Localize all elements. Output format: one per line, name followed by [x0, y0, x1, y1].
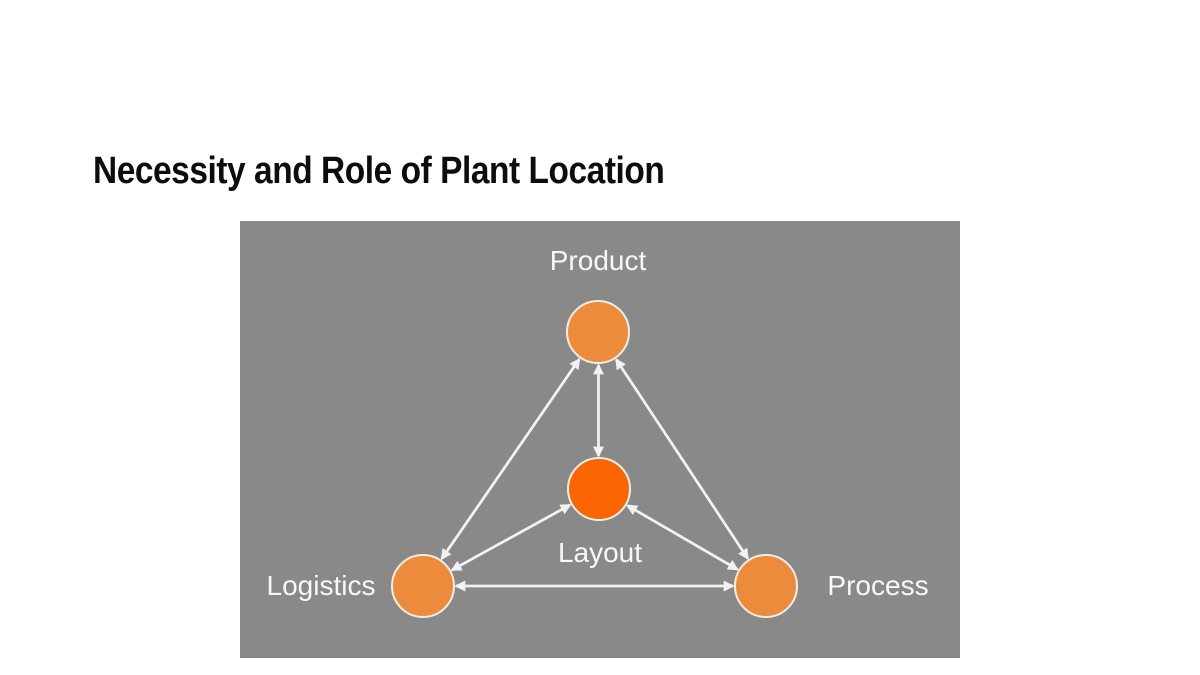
relationship-diagram — [391, 300, 798, 618]
node-process-label: Process — [827, 570, 929, 601]
edge-layout-process — [626, 504, 739, 571]
edge-product-logistics — [440, 357, 581, 561]
slide-title: Necessity and Role of Plant Location — [93, 150, 665, 192]
node-layout-circle — [567, 457, 631, 521]
node-logistics-circle — [391, 554, 455, 618]
node-product-label: Product — [549, 245, 647, 276]
node-process-circle — [734, 554, 798, 618]
node-layout-label: Layout — [557, 537, 643, 568]
node-product-circle — [566, 300, 630, 364]
edge-layout-logistics — [450, 503, 572, 572]
edge-group — [440, 357, 749, 592]
edge-product-process — [615, 358, 749, 560]
diagram-panel: Product Layout Logistics Process — [240, 221, 960, 658]
node-logistics-label: Logistics — [266, 570, 376, 601]
